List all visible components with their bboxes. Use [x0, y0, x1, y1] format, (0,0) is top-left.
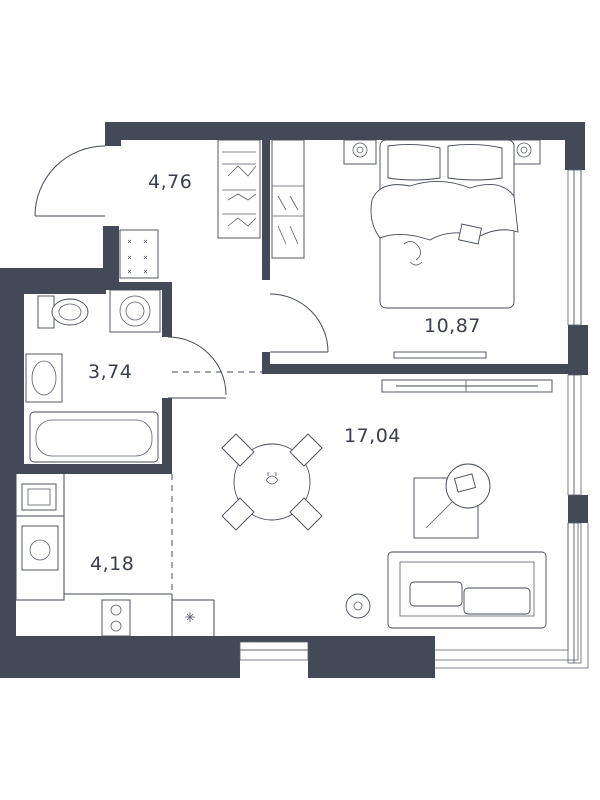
wall-bath-left: [16, 282, 24, 470]
wall-right-lower: [568, 495, 588, 523]
wall-top-left-stub: [105, 122, 121, 146]
window-bottom: [239, 641, 309, 651]
room-area-bedroom: 10,87: [424, 315, 481, 337]
window-bedroom-outer: [573, 169, 582, 326]
wall-bath-top: [16, 282, 104, 294]
bathroom-door-swing: [167, 336, 227, 396]
hallway-furniture: [119, 139, 261, 279]
wall-bedroom-left: [262, 140, 270, 280]
nightstand-left: [343, 139, 377, 165]
wall-hall-left: [103, 226, 119, 272]
bathtub: [29, 411, 159, 463]
walls: [0, 122, 588, 678]
kitchen-sink: [21, 483, 57, 511]
room-area-living: 17,04: [344, 425, 401, 447]
wall-left-upper: [0, 268, 119, 282]
wall-bottom-left: [0, 636, 240, 678]
wall-right-mid: [568, 325, 588, 375]
floor-lamp: [345, 593, 371, 619]
room-area-bathroom: 3,74: [88, 361, 132, 383]
room-area-kitchen: 4,18: [90, 553, 134, 575]
ventilation-icon: [185, 612, 195, 622]
room-area-hallway: 4,76: [148, 171, 192, 193]
window-living-upper: [567, 374, 575, 496]
wall-bath-bottom: [16, 464, 172, 474]
wall-top: [105, 122, 565, 140]
bench: [393, 351, 487, 359]
wall-right-corner: [565, 122, 585, 170]
blanket: [370, 181, 519, 241]
chair-bottom-left: [221, 497, 255, 531]
wall-bedroom-bottom: [268, 364, 568, 374]
stove: [101, 599, 131, 637]
dining-table: [233, 443, 311, 521]
wall-left: [0, 268, 16, 638]
washing-machine: [109, 289, 161, 333]
chair-top-right: [289, 433, 323, 467]
living-furniture: [221, 379, 553, 629]
sleeping-cat-icon: [403, 241, 423, 266]
bedroom-wardrobe: [271, 139, 305, 259]
dining-chairs: [221, 433, 323, 531]
toilet-bowl-icon: [51, 298, 89, 326]
wardrobe: [217, 139, 261, 239]
wall-bath-right-lower: [162, 398, 172, 470]
pillow-right: [447, 143, 503, 181]
wall-bottom-corner: [0, 636, 16, 678]
bedroom-door-swing: [269, 293, 329, 353]
book-icon: [458, 223, 482, 245]
wall-bedroom-left-stub: [262, 352, 270, 374]
teapot-icon: [265, 472, 279, 485]
doors: [34, 145, 329, 399]
kitchen-counter-outline: [15, 474, 172, 601]
wall-bath-right-upper: [162, 282, 172, 337]
shoe-mat: [119, 229, 159, 279]
kitchen-fixtures: [15, 474, 215, 637]
chair-top-left: [221, 433, 255, 467]
chair-bottom-right: [289, 497, 323, 531]
entrance-door-swing: [34, 145, 106, 217]
magazine-icon: [453, 473, 477, 493]
windows: [239, 169, 589, 669]
pillow-left: [387, 143, 441, 181]
window-bedroom-inner: [567, 169, 575, 326]
wall-bath-top-right: [100, 282, 172, 290]
bathroom-fixtures: [25, 289, 161, 463]
bedroom-furniture: [271, 139, 541, 359]
wall-bottom-mid: [308, 636, 435, 678]
cushion-left: [409, 581, 463, 607]
kitchen-chair: [21, 525, 59, 571]
window-living-corner: [567, 522, 575, 664]
cushion-right: [463, 587, 531, 615]
